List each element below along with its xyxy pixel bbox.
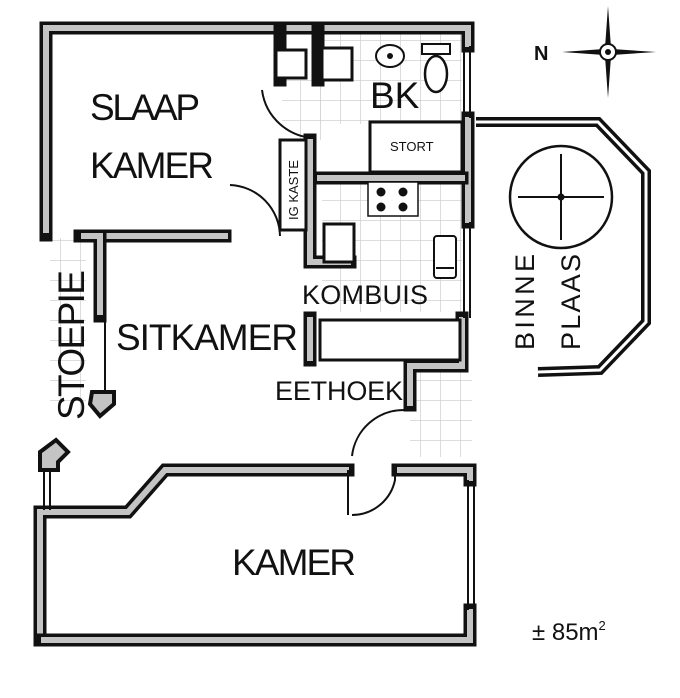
fixtures <box>274 43 464 362</box>
room-labels: SLAAP KAMER BK STORT IG KASTE KOMBUIS SI… <box>51 75 606 646</box>
badkamer-label: BK <box>370 75 420 116</box>
binneplaas-label: BINNE <box>510 254 540 350</box>
bedroom-door <box>229 184 281 237</box>
stort-label: STORT <box>390 139 434 154</box>
slaapkamer-label: KAMER <box>90 145 214 186</box>
stoepie-pillar <box>38 437 71 472</box>
room-door <box>347 470 396 516</box>
stoepie-tiles <box>50 238 86 413</box>
shower <box>368 120 464 174</box>
fridge <box>322 222 356 264</box>
eethoek-label: EETHOEK <box>275 376 403 406</box>
slaapkamer-label: SLAAP <box>90 87 200 128</box>
binneplaas-label: PLAAS <box>556 254 586 350</box>
compass-rose-icon: N <box>534 6 656 98</box>
cupboard <box>274 48 308 80</box>
dining-counter <box>318 318 462 362</box>
toilet-icon <box>423 54 449 94</box>
built-in-cupboard <box>278 138 308 232</box>
north-label: N <box>534 43 548 65</box>
ig-kaste-label: IG KASTE <box>286 160 301 220</box>
cupboard <box>320 46 354 82</box>
bathroom-door <box>261 89 317 139</box>
sitkamer-label: SITKAMER <box>116 317 298 358</box>
stoepie-pillar <box>87 390 116 419</box>
stoepie-label: STOEPIE <box>51 270 92 420</box>
binneplaas <box>476 117 651 377</box>
area-label: ± 85m2 <box>532 618 606 646</box>
eethoek-tiles <box>410 372 472 457</box>
kombuis-label: KOMBUIS <box>302 280 428 310</box>
stove-icon <box>367 181 419 217</box>
patio-door <box>351 408 405 457</box>
kamer-label: KAMER <box>232 542 356 583</box>
sink-icon <box>433 235 457 279</box>
